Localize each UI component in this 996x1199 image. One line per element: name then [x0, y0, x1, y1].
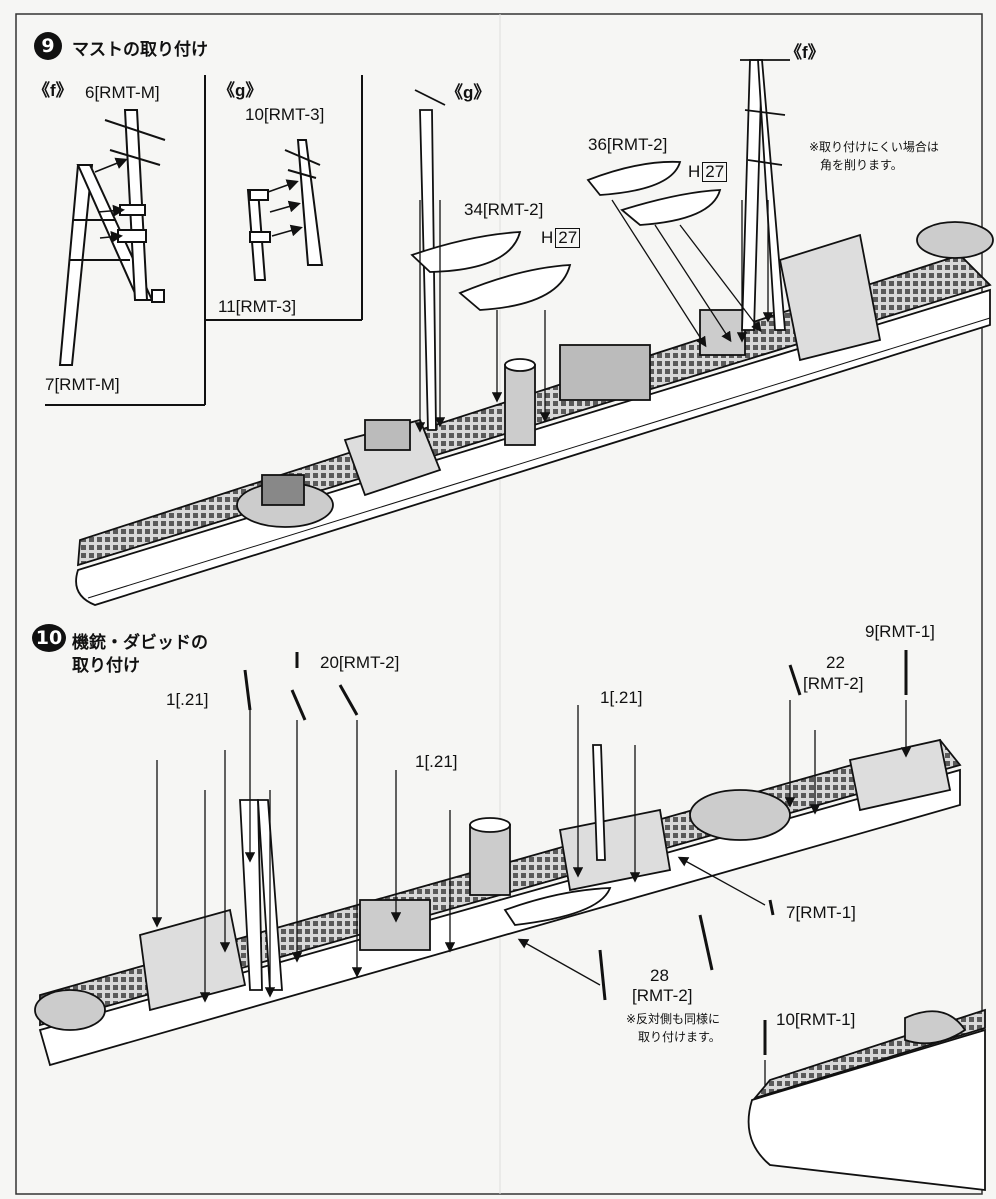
part-label-28-ref: [RMT-2]: [632, 986, 693, 1005]
step-number-badge: 9: [34, 32, 62, 60]
h-number-box: 27: [702, 162, 728, 182]
part-label-10: 10[RMT-3]: [245, 105, 325, 124]
step10-ship: [34, 650, 986, 1192]
part-label-10: 10[RMT-1]: [776, 1010, 856, 1029]
part-label-1-left: 1[.21]: [166, 690, 209, 709]
part-label-20: 20[RMT-2]: [320, 653, 400, 672]
part-label-22-ref: [RMT-2]: [803, 674, 864, 693]
part-label-36: 36[RMT-2]: [588, 135, 668, 154]
step-title-line1: 機銃・ダビッドの: [72, 633, 208, 653]
part-label-1-mid: 1[.21]: [415, 752, 458, 771]
h-letter: H: [688, 162, 701, 181]
note-line-2: 角を削ります。: [820, 158, 903, 172]
note-line-1: ※取り付けにくい場合は: [809, 140, 939, 154]
detail-box-f: [45, 75, 206, 406]
step-number-badge: 10: [32, 624, 66, 652]
mast-label-f: 《f》: [785, 43, 825, 62]
part-label-6: 6[RMT-M]: [85, 83, 160, 102]
step-title: マストの取り付け: [72, 40, 208, 60]
step9-ship: [75, 59, 994, 606]
h-number-box: 27: [555, 228, 581, 248]
part-label-1-right: 1[.21]: [600, 688, 643, 707]
page-frame: [15, 13, 983, 1195]
part-label-9: 9[RMT-1]: [865, 622, 935, 641]
step-title-line2: 取り付け: [72, 656, 140, 676]
note-opposite-side-2: 取り付けます。: [638, 1030, 721, 1044]
part-label-7: 7[RMT-M]: [45, 375, 120, 394]
detail-label-g: 《g》: [218, 81, 263, 100]
detail-label-f: 《f》: [33, 81, 73, 100]
part-label-34: 34[RMT-2]: [464, 200, 544, 219]
h-letter: H: [541, 228, 554, 247]
part-label-11: 11[RMT-3]: [218, 297, 297, 316]
note-opposite-side-1: ※反対側も同様に: [626, 1012, 721, 1026]
part-label-7: 7[RMT-1]: [786, 903, 856, 922]
part-label-28-num: 28: [650, 966, 669, 985]
detail-box-g: [205, 75, 363, 321]
mast-label-g: 《g》: [446, 83, 491, 102]
part-label-22-num: 22: [826, 653, 845, 672]
